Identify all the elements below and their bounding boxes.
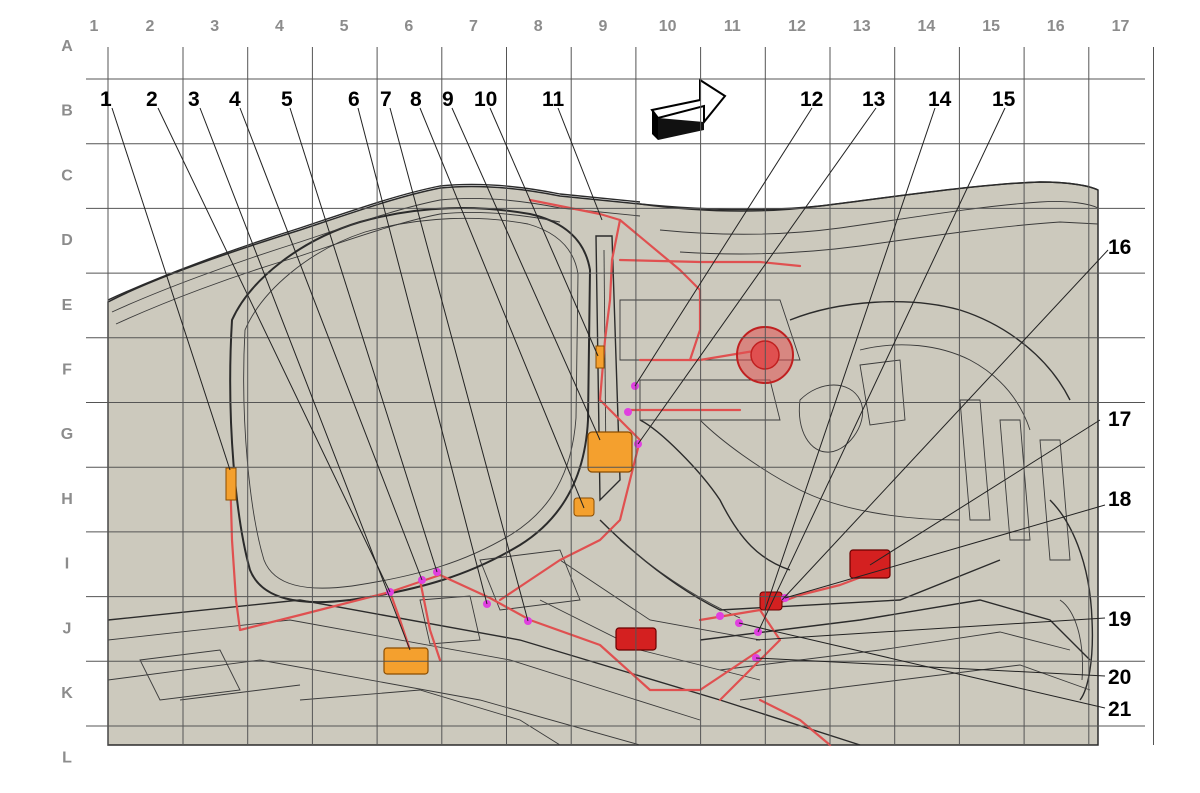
forward-direction-arrow-icon: [650, 78, 727, 140]
grid-row-label: H: [61, 491, 73, 508]
callout-13: 13: [862, 88, 885, 111]
callout-2: 2: [146, 88, 158, 111]
wiring-harness: [228, 198, 882, 747]
grid-row-label: A: [61, 38, 73, 55]
callout-20: 20: [1108, 666, 1131, 689]
callout-numbers-top: 1 2 3 4 5 6 7 8 9 10 11 12 13 14 15: [100, 88, 1016, 111]
callout-14: 14: [928, 88, 952, 111]
grid-column-label: 10: [659, 18, 677, 35]
callout-5: 5: [281, 88, 293, 111]
callout-15: 15: [992, 88, 1016, 111]
grid-column-label: 15: [982, 18, 1000, 35]
grid-row-label: I: [65, 556, 69, 573]
ground-point: [624, 408, 632, 416]
grid-row-label: B: [61, 103, 73, 120]
callout-11: 11: [542, 88, 565, 111]
grid-row-label: L: [62, 750, 72, 767]
callout-18: 18: [1108, 488, 1132, 511]
grid-row-label: K: [61, 685, 73, 702]
callout-9: 9: [442, 88, 454, 111]
grid-column-label: 16: [1047, 18, 1065, 35]
grid-column-label: 11: [724, 18, 741, 35]
grid-column-label: 17: [1112, 18, 1130, 35]
grid-column-label: 12: [788, 18, 806, 35]
callout-17: 17: [1108, 408, 1131, 431]
ground-point: [716, 612, 724, 620]
callout-4: 4: [229, 88, 241, 111]
callout-6: 6: [348, 88, 360, 111]
grid-column-label: 6: [404, 18, 413, 35]
callout-leaders: [111, 107, 1109, 709]
grid-row-label: F: [62, 362, 72, 379]
grid-row-labels: A B C D E F G H I J K L: [61, 38, 73, 767]
callout-12: 12: [800, 88, 823, 111]
grid-column-label: 9: [598, 18, 607, 35]
callout-numbers-right: 16 17 18 19 20 21: [1108, 236, 1132, 721]
callout-1: 1: [100, 88, 112, 111]
grid-column-label: 2: [146, 18, 155, 35]
grid-row-label: G: [61, 426, 73, 443]
connector-orange-h3: [225, 467, 237, 501]
grid-column-label: 13: [853, 18, 871, 35]
connector-red-i13: [849, 549, 891, 579]
callout-7: 7: [380, 88, 392, 111]
grid-column-label: 8: [534, 18, 543, 35]
grid-column-label: 4: [275, 18, 284, 35]
connector-orange-f9: [595, 345, 605, 369]
grid-column-label: 7: [469, 18, 478, 35]
grid-row-label: D: [61, 232, 73, 249]
callout-21: 21: [1108, 698, 1132, 721]
grid-column-label: 1: [90, 18, 99, 35]
grid-row-label: C: [61, 167, 73, 184]
connector-orange-g10: [587, 431, 633, 473]
callout-3: 3: [188, 88, 200, 111]
callout-19: 19: [1108, 608, 1131, 631]
callout-16: 16: [1108, 236, 1131, 259]
grid-row-label: E: [62, 297, 73, 314]
grid-column-label: 5: [340, 18, 349, 35]
callout-10: 10: [474, 88, 497, 111]
grid-column-label: 14: [918, 18, 936, 35]
grid-row-label: J: [63, 620, 72, 637]
callout-8: 8: [410, 88, 422, 111]
coordinate-grid: [86, 47, 1154, 745]
connector-red-j12: [759, 591, 783, 611]
grid-column-label: 3: [210, 18, 219, 35]
